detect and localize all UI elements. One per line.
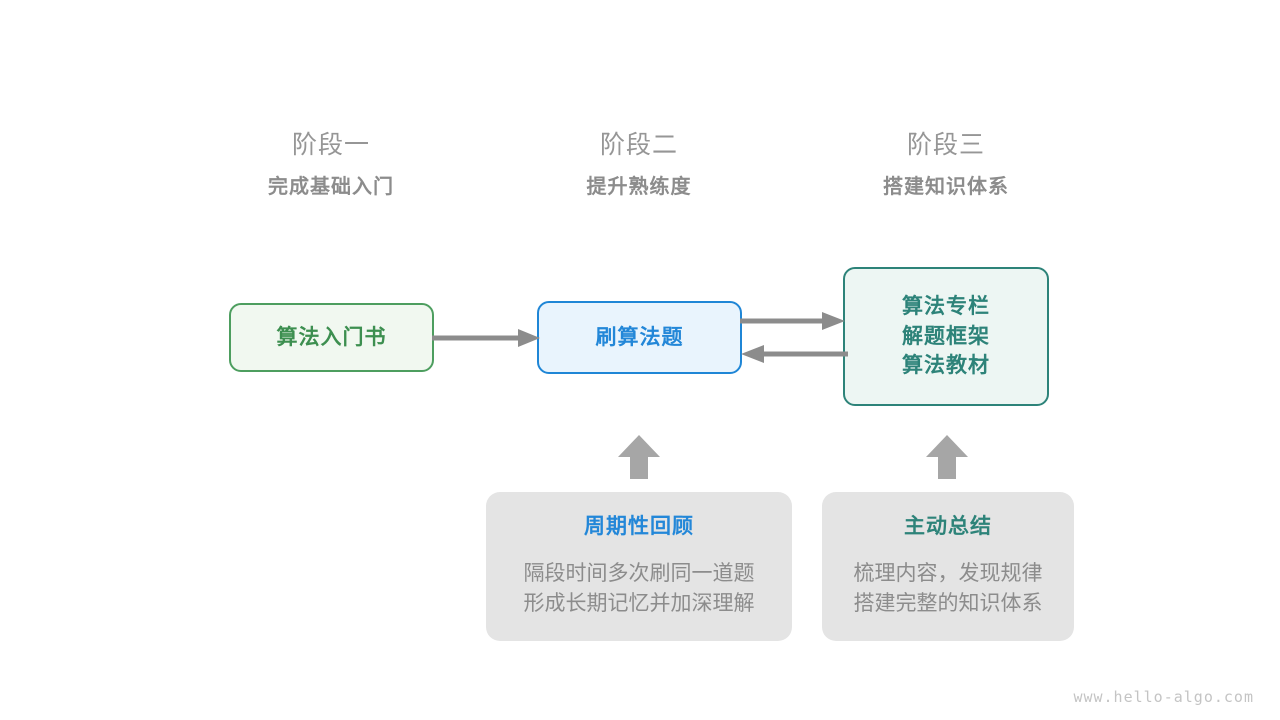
node-practice-problems[interactable]: 刷算法题	[537, 301, 742, 374]
stage-subtitle-2: 提升熟练度	[586, 176, 692, 198]
book-to-practice-arrow	[432, 329, 540, 347]
practice-to-resources-arrow	[740, 312, 845, 330]
resources-to-practice-arrow	[741, 345, 848, 363]
stage-title-1: 阶段一	[291, 131, 370, 159]
note-card-periodic-review-body: 隔段时间多次刷同一道题 形成长期记忆并加深理解	[524, 559, 755, 620]
summary-up-arrow	[926, 435, 968, 479]
node-algorithm-book[interactable]: 算法入门书	[229, 303, 434, 372]
review-up-arrow	[618, 435, 660, 479]
stage-title-3: 阶段三	[906, 131, 985, 159]
note-card-periodic-review-body-line-2: 形成长期记忆并加深理解	[523, 592, 755, 616]
note-card-active-summary-body: 梳理内容，发现规律 搭建完整的知识体系	[854, 559, 1043, 620]
note-card-periodic-review-body-line-1: 隔段时间多次刷同一道题	[523, 562, 755, 585]
note-card-periodic-review[interactable]: 周期性回顾 隔段时间多次刷同一道题 形成长期记忆并加深理解	[486, 492, 792, 641]
stage-subtitle-1: 完成基础入门	[268, 176, 394, 198]
note-card-periodic-review-title: 周期性回顾	[584, 515, 694, 538]
node-learning-resources-line-2: 解题框架	[902, 324, 990, 348]
stage-header-3: 阶段三 搭建知识体系	[816, 131, 1076, 198]
node-algorithm-book-label: 算法入门书	[276, 325, 387, 349]
note-card-active-summary-body-line-2: 搭建完整的知识体系	[853, 592, 1043, 616]
stage-title-2: 阶段二	[599, 131, 678, 159]
note-card-active-summary[interactable]: 主动总结 梳理内容，发现规律 搭建完整的知识体系	[822, 492, 1074, 641]
stage-header-1: 阶段一 完成基础入门	[201, 131, 461, 198]
watermark: www.hello-algo.com	[1073, 688, 1254, 706]
stage-header-2: 阶段二 提升熟练度	[509, 131, 769, 198]
note-card-active-summary-title: 主动总结	[904, 515, 992, 538]
stage-subtitle-3: 搭建知识体系	[883, 176, 1009, 198]
node-learning-resources-line-3: 算法教材	[902, 354, 990, 378]
node-learning-resources[interactable]: 算法专栏 解题框架 算法教材	[843, 267, 1049, 406]
note-card-active-summary-body-line-1: 梳理内容，发现规律	[853, 562, 1043, 585]
node-practice-problems-label: 刷算法题	[595, 325, 684, 349]
node-learning-resources-line-1: 算法专栏	[902, 294, 990, 318]
